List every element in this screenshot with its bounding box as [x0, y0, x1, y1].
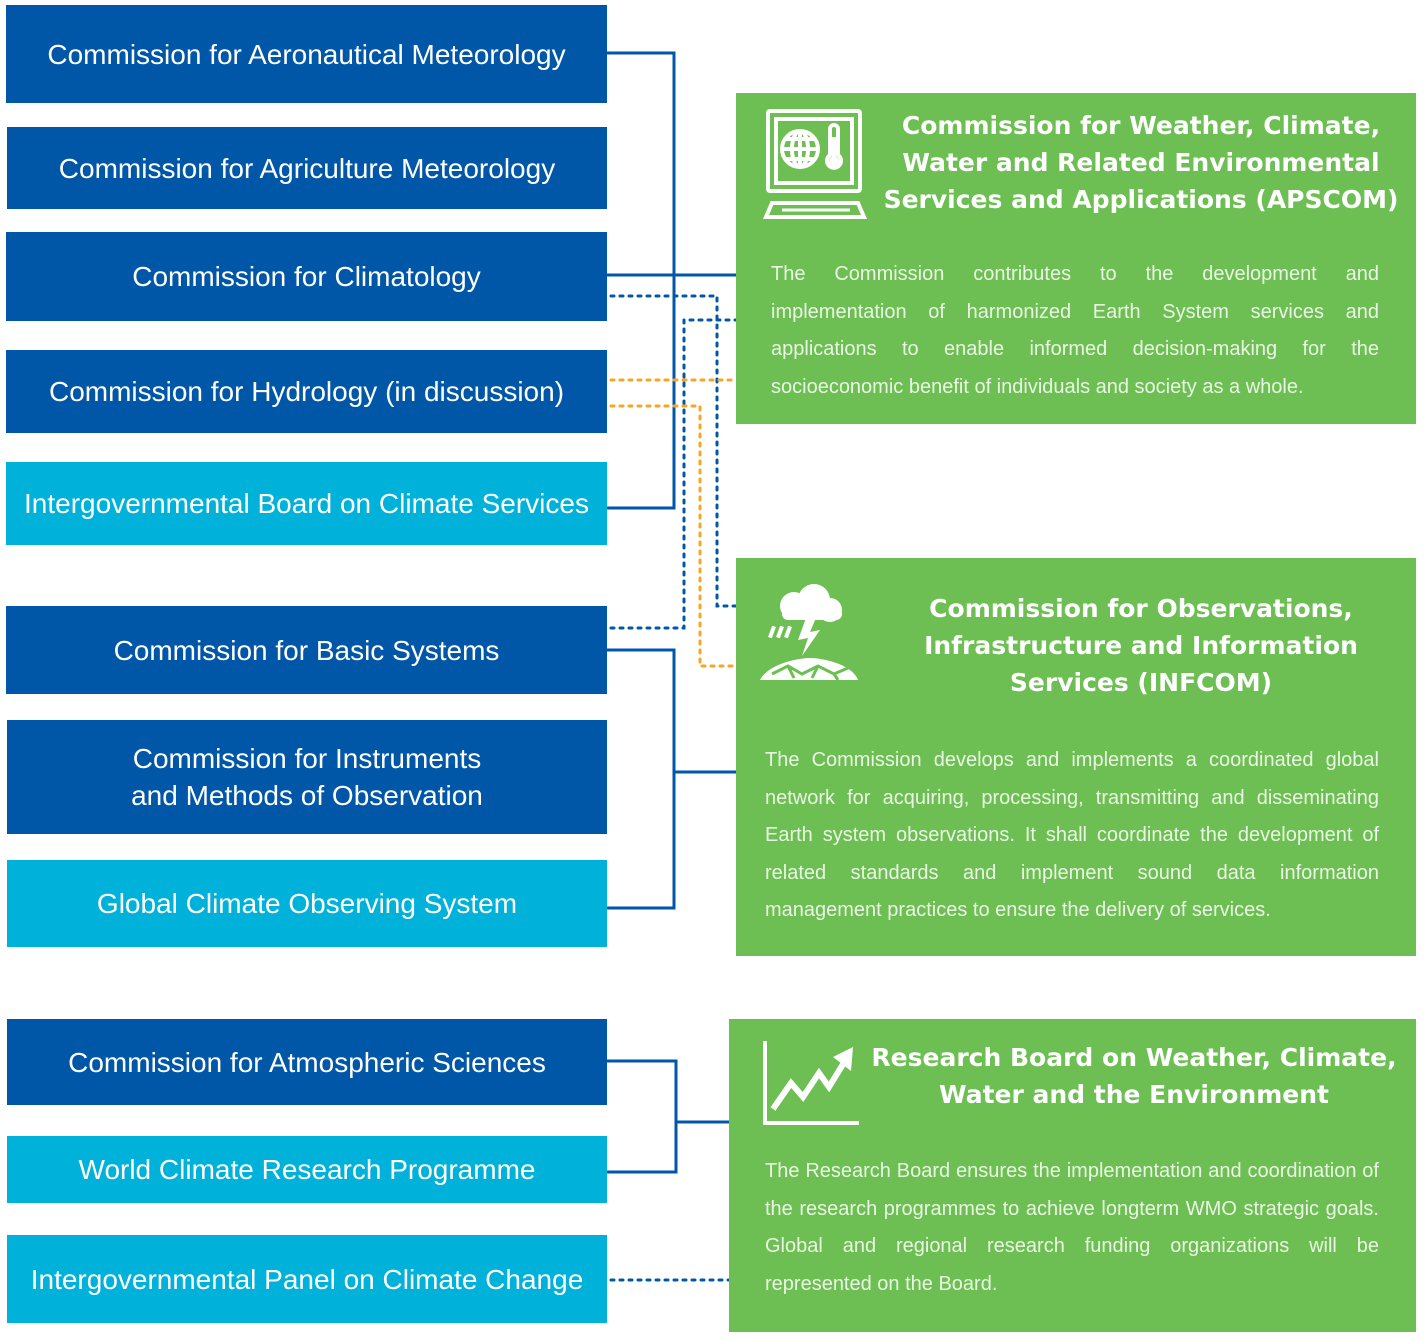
box-wcrp: World Climate Research Programme	[7, 1136, 607, 1203]
box-ipcc: Intergovernmental Panel on Climate Chang…	[7, 1235, 607, 1323]
box-climate-services-board: Intergovernmental Board on Climate Servi…	[6, 462, 607, 545]
rising-trend-chart-icon	[763, 1041, 859, 1125]
box-atmospheric-sciences: Commission for Atmospheric Sciences	[7, 1019, 607, 1105]
dotted-link-cbs-apscom	[609, 318, 738, 630]
panel-apscom-description: The Commission contributes to the develo…	[771, 263, 1379, 398]
box-gcos: Global Climate Observing System	[7, 860, 607, 947]
dotted-link-hydrology-infcom	[609, 404, 738, 668]
box-basic-systems: Commission for Basic Systems	[6, 606, 607, 694]
solid-connector-group-2	[607, 648, 676, 910]
box-hydrology: Commission for Hydrology (in discussion)	[6, 350, 607, 433]
solid-connector-group-3	[607, 1059, 678, 1174]
solid-connector-group-1	[607, 51, 676, 510]
box-aeronautical-meteorology: Commission for Aeronautical Meteorology	[6, 5, 607, 103]
panel-infcom-description: The Commission develops and implements a…	[765, 749, 1379, 921]
storm-cloud-earth-icon	[760, 584, 858, 681]
panel-research-board: Research Board on Weather, Climate, Wate…	[729, 1019, 1416, 1332]
panel-apscom: Commission for Weather, Climate, Water a…	[736, 93, 1416, 424]
panel-infcom: Commission for Observations, Infrastruct…	[736, 558, 1416, 956]
box-agriculture-meteorology: Commission for Agriculture Meteorology	[7, 127, 607, 209]
dotted-link-climatology-infcom	[609, 294, 738, 608]
panel-apscom-title: Commission for Weather, Climate, Water a…	[883, 111, 1399, 214]
panel-research-board-title: Research Board on Weather, Climate, Wate…	[871, 1043, 1397, 1109]
box-climatology: Commission for Climatology	[6, 232, 607, 321]
computer-globe-thermometer-icon	[762, 109, 868, 219]
panel-infcom-title: Commission for Observations, Infrastruct…	[924, 594, 1358, 697]
box-instruments-methods: Commission for Instruments and Methods o…	[7, 720, 607, 834]
panel-research-board-description: The Research Board ensures the implement…	[765, 1160, 1379, 1295]
